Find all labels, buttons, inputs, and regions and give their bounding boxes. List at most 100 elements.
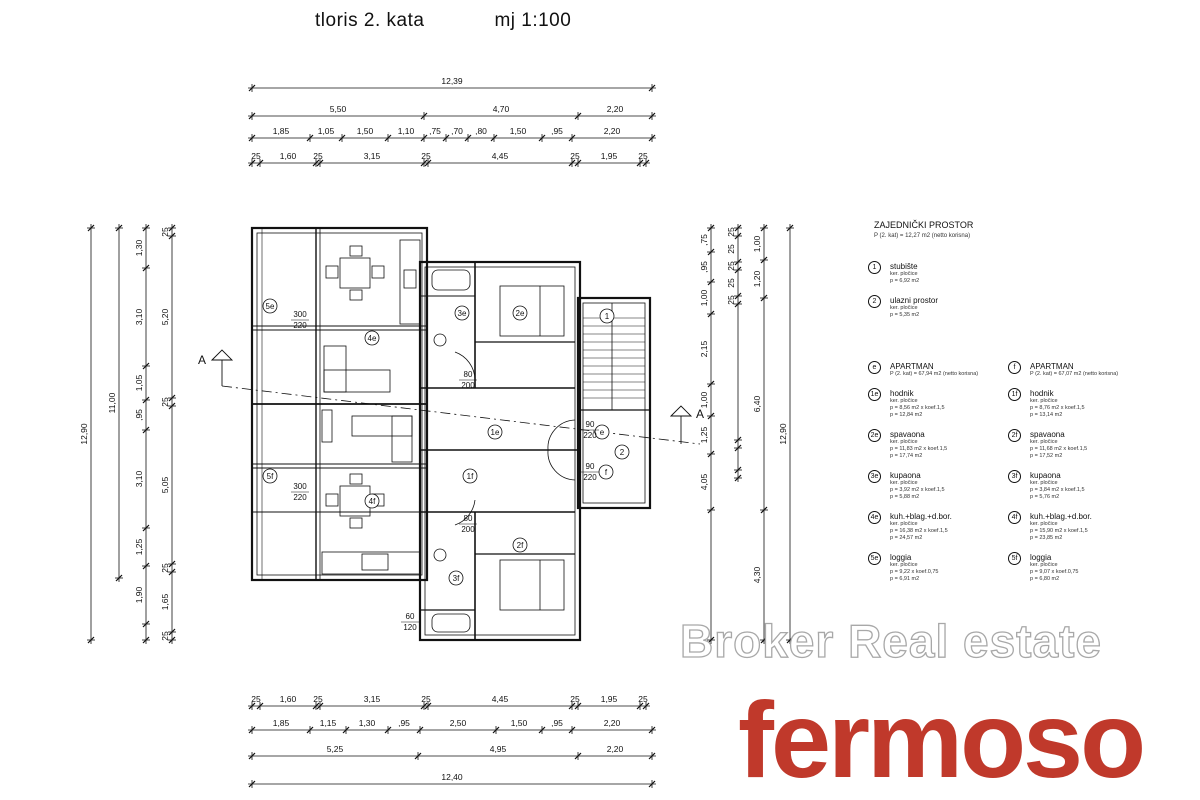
legend-item-number: 2 [868,295,881,308]
dim-right-col1: 1,25 [699,426,709,443]
room-tag: e [594,424,610,440]
dim-left-col1: 3,10 [134,470,144,487]
section-arrow-left [210,349,234,386]
legend-item-detail: ker. pločice [1030,398,1058,404]
legend-item-detail: ker. pločice [1030,562,1058,568]
legend-item-number: 1f [1008,388,1021,401]
svg-text:300: 300 [293,310,307,319]
dim-left-col2: 25 [160,563,170,573]
room-tag: 3f [448,570,464,586]
dim-top-row3: 1,50 [510,126,527,136]
dim-top-row3: ,80 [475,126,487,136]
dim-top-row4: 25 [638,151,648,161]
section-line [221,385,701,445]
room-tag: 1 [599,308,615,324]
legend-item-number: 5f [1008,552,1021,565]
svg-text:2f: 2f [517,541,524,550]
dim-left-col1: 1,90 [134,586,144,603]
legend-item-detail: ker. pločice [890,398,918,404]
common-area: P (2. kat) = 12,27 m2 (netto korisna) [874,233,971,239]
dim-top-row4: 25 [313,151,323,161]
svg-text:300: 300 [293,482,307,491]
dim-top-row4: 4,45 [492,151,509,161]
dim-left-col1: ,95 [134,409,144,421]
watermark-text: Broker Real estate [679,614,1102,667]
dim-right-col2: 25 [726,244,736,254]
legend-item-number: 1 [868,261,881,274]
legend-item-detail: p = 9,22 x koef.0,75 [890,569,939,575]
dim-top-row4: 3,15 [364,151,381,161]
room-tag: 4e [364,330,380,346]
section-arrow-right [669,405,693,444]
legend-item-detail: p = 12,84 m2 [890,412,923,418]
dim-bottom-row1: 1,60 [280,694,297,704]
dim-top-row3: 1,10 [398,126,415,136]
title-floor: tloris 2. kata [315,10,425,31]
svg-text:200: 200 [461,525,475,534]
apartment-mark: f [1008,361,1021,374]
dim-top-row4: 25 [421,151,431,161]
svg-text:1e: 1e [491,428,500,437]
svg-text:80: 80 [464,514,473,523]
room-tag: 5e [262,298,278,314]
legend-item-detail: p = 5,76 m2 [1030,494,1060,500]
legend-item-detail: p = 11,83 m2 x koef.1,5 [890,446,948,452]
dim-left-col2: 25 [160,227,170,237]
dim-top-row4: 1,60 [280,151,297,161]
legend-item-number: 5e [868,552,881,565]
legend-item-number: 4f [1008,511,1021,524]
dim-right-col1: 4,05 [699,473,709,490]
legend-item-detail: p = 17,52 m2 [1030,453,1063,459]
dim-bottom-row1: 25 [251,694,261,704]
legend-item-detail: p = 5,88 m2 [890,494,920,500]
svg-text:200: 200 [461,381,475,390]
legend-item-number: 1e [868,388,881,401]
svg-text:90: 90 [586,462,595,471]
legend-item-detail: p = 3,92 m2 x koef.1,5 [890,487,945,493]
dim-bottom-row2: ,95 [551,718,563,728]
dim-bottom-row2: ,95 [398,718,410,728]
dim-bottom-row3: 4,95 [490,744,507,754]
svg-text:f: f [605,468,608,477]
dim-top-row4: 1,95 [601,151,618,161]
svg-text:90: 90 [586,420,595,429]
room-tag: f [598,464,614,480]
legend-item-detail: ker. pločice [890,521,918,527]
room-tag: 3e [454,305,470,321]
dim-left-col2: 25 [160,631,170,641]
legend-item-name: ulazni prostor [890,296,939,305]
svg-text:220: 220 [583,473,597,482]
apartment-mark: e [868,361,881,374]
dim-top-total: 12,39 [441,76,463,86]
legend-item-detail: p = 6,80 m2 [1030,576,1060,582]
legend-item-detail: ker. pločice [1030,439,1058,445]
room-tag: 5f [262,468,278,484]
dim-left-col2: 5,05 [160,476,170,493]
dim-bottom-row2: 1,30 [359,718,376,728]
dim-left-col2: 5,20 [160,308,170,325]
legend-item-name: loggia [1030,553,1052,562]
common-title: ZAJEDNIČKI PROSTOR [874,220,974,230]
legend-item-detail: ker. pločice [890,305,918,311]
legend-item-detail: p = 8,56 m2 x koef.1,5 [890,405,945,411]
legend-item-name: hodnik [890,389,914,398]
dim-top-row4: 25 [570,151,580,161]
dim-left-mid: 11,00 [107,392,117,413]
furniture [321,239,576,633]
dim-bottom-row2: 2,20 [604,718,621,728]
svg-text:5f: 5f [267,472,274,481]
dim-bottom-row2: 1,15 [320,718,337,728]
dim-top-row3: 1,50 [357,126,374,136]
